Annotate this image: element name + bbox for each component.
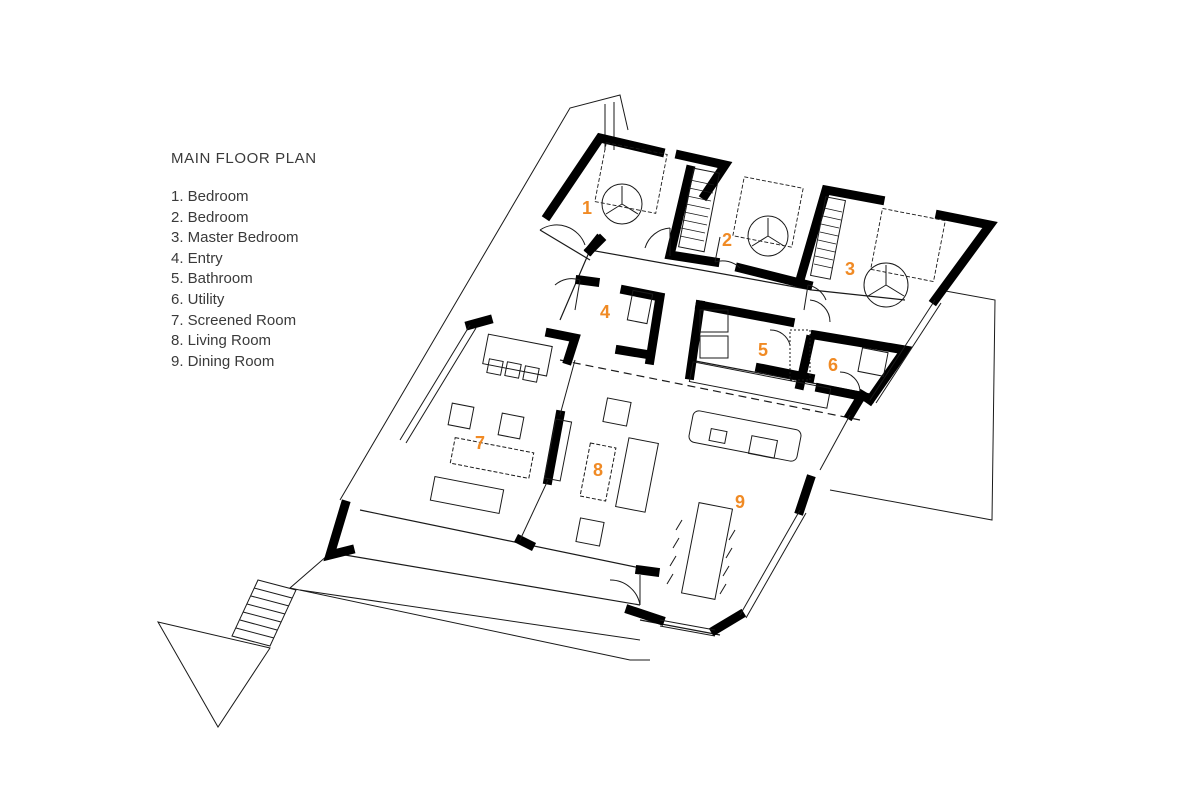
room-number-9: 9 (735, 492, 745, 512)
sink-icon (708, 427, 728, 445)
shower (789, 329, 811, 381)
ceiling-fan-icon (747, 215, 789, 257)
walls (323, 132, 998, 637)
kitchen-island (688, 410, 802, 462)
closet-hatching (679, 179, 843, 269)
room-number-2: 2 (722, 230, 732, 250)
screened-room-sofa (482, 333, 553, 377)
room-number-8: 8 (593, 460, 603, 480)
glazing (399, 299, 942, 637)
site-triangle (156, 621, 271, 728)
chair (575, 517, 605, 547)
room-number-3: 3 (845, 259, 855, 279)
dining-chairs (666, 519, 736, 595)
legend-item-bathroom: 5. Bathroom (171, 270, 253, 288)
site-outline (156, 94, 996, 728)
room-number-6: 6 (828, 355, 838, 375)
dining-table (680, 502, 734, 600)
legend-item-utility: 6. Utility (171, 290, 225, 308)
bed-3 (870, 207, 946, 283)
legend-item-entry: 4. Entry (171, 249, 223, 267)
room-number-5: 5 (758, 340, 768, 360)
utility-sink (857, 347, 889, 377)
bed-2 (732, 176, 804, 248)
coffee-table (449, 437, 535, 479)
legend-item-bedroom-1: 1. Bedroom (171, 188, 249, 205)
chair (447, 402, 475, 430)
sofa (429, 475, 505, 515)
furniture (429, 309, 889, 600)
room-number-7: 7 (475, 433, 485, 453)
ceiling-fan-icon (863, 262, 909, 308)
legend: MAIN FLOOR PLAN 1. Bedroom 2. Bedroom 3.… (171, 150, 401, 372)
fireplace (543, 418, 573, 482)
door-swings (539, 224, 861, 606)
legend-item-master-bedroom: 3. Master Bedroom (171, 229, 299, 247)
dryer (699, 335, 729, 359)
closets (626, 167, 847, 325)
chair (602, 397, 632, 427)
ceiling-fan-icon (601, 183, 643, 225)
room-number-4: 4 (600, 302, 610, 322)
room-number-1: 1 (582, 198, 592, 218)
washer (699, 309, 729, 333)
legend-item-bedroom-2: 2. Bedroom (171, 208, 249, 226)
legend-item-living-room: 8. Living Room (171, 332, 272, 350)
living-sofa (615, 437, 659, 513)
exterior-stairs (231, 579, 297, 647)
living-table (579, 442, 617, 502)
ceiling-fans (601, 183, 909, 308)
room-legend-list: 1. Bedroom 2. Bedroom 3. Master Bedroom … (171, 187, 401, 372)
chair (497, 412, 525, 440)
legend-item-dining-room: 9. Dining Room (171, 352, 275, 370)
legend-item-screened-room: 7. Screened Room (171, 311, 297, 329)
kitchen-counter (688, 361, 832, 409)
plan-title: MAIN FLOOR PLAN (171, 150, 317, 167)
cooktop-icon (747, 435, 779, 459)
room-numbers: 1 2 3 4 5 6 7 8 9 (475, 198, 855, 512)
